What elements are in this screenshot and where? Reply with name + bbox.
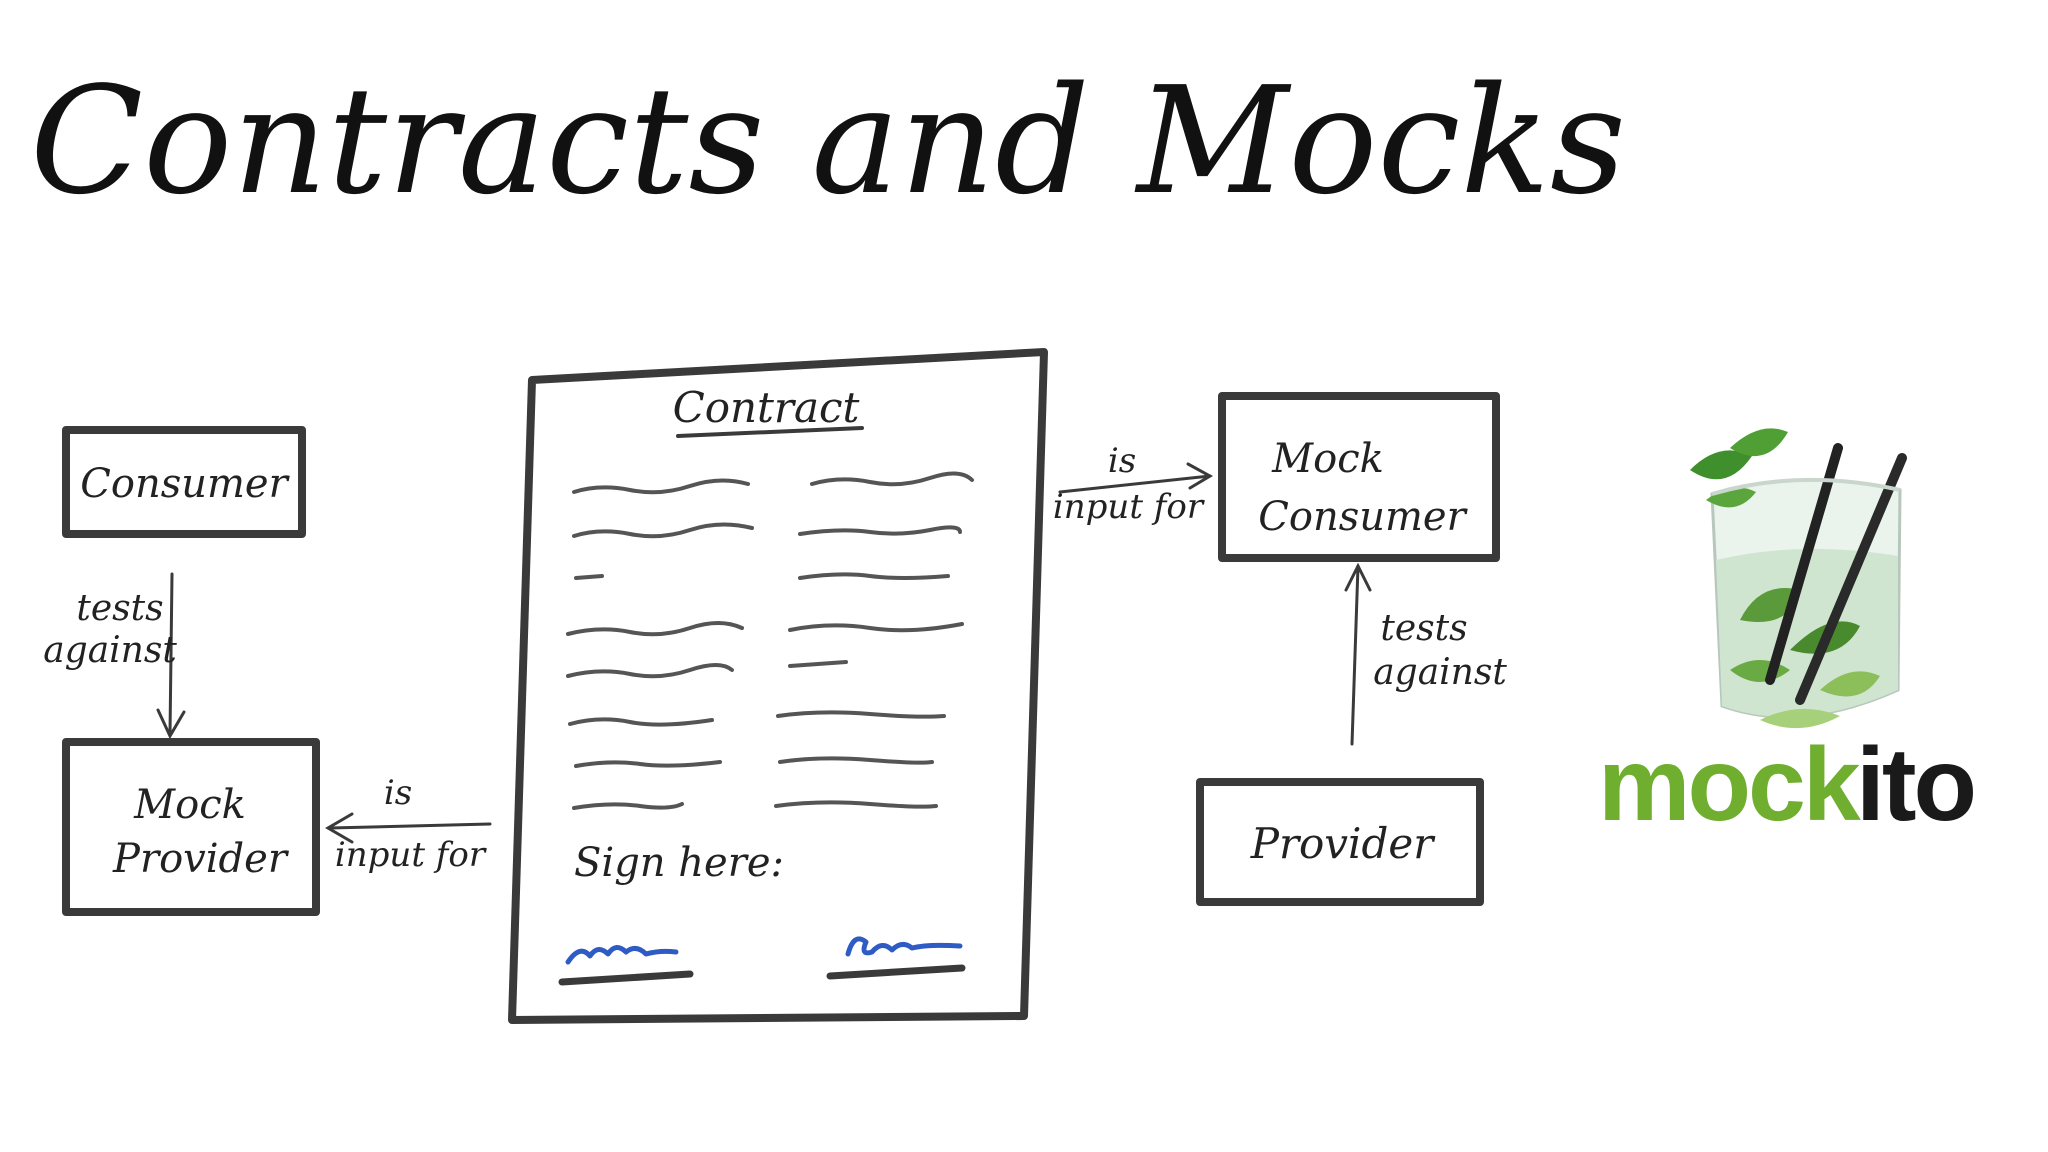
mojito-glass-icon <box>1690 428 1907 729</box>
contract-text-line <box>574 760 722 768</box>
provider-label: Provider <box>1250 819 1437 868</box>
contract-text-line <box>572 522 754 539</box>
logo-text-ito: ito <box>1856 727 1974 843</box>
left-against-label: against <box>43 630 177 671</box>
mock-consumer-box: Mock Consumer <box>1218 392 1500 562</box>
signature-line-right <box>826 964 966 980</box>
left-is-input-for-arrow <box>325 812 492 844</box>
contract-text-line <box>798 572 950 580</box>
contract-text-line <box>810 471 974 487</box>
contract-text-line <box>566 663 734 679</box>
contract-text-line <box>572 802 684 810</box>
contract-text-line <box>572 478 750 495</box>
consumer-label: Consumer <box>80 461 290 507</box>
mockito-logo: mock ito <box>1598 428 1977 843</box>
consumer-box: Consumer <box>62 426 306 538</box>
right-tests-label: tests <box>1380 608 1467 649</box>
logo-text-mock: mock <box>1598 727 1861 843</box>
left-tests-against-arrow <box>156 572 186 740</box>
signature-line-left <box>558 970 694 986</box>
contract-text-line <box>798 525 962 536</box>
contract-text-line <box>776 710 946 719</box>
right-against-label: against <box>1373 652 1507 693</box>
contract-text-line <box>574 574 604 580</box>
right-tests-against-arrow <box>1344 562 1372 746</box>
signature-left <box>565 945 679 965</box>
contract-text-line <box>568 717 714 727</box>
mock-provider-label-1: Mock <box>133 782 246 828</box>
provider-box: Provider <box>1196 778 1484 906</box>
contract-document: Contract Sign here: <box>508 348 1048 1024</box>
mock-consumer-label-2: Consumer <box>1258 494 1468 540</box>
sign-here-label: Sign here: <box>574 840 784 886</box>
page-title: Contracts and Mocks <box>30 55 1626 227</box>
contract-text-line <box>788 660 848 668</box>
contract-text-line <box>778 756 934 765</box>
left-is-label: is <box>384 773 412 813</box>
contract-heading: Contract <box>673 383 860 432</box>
signature-right <box>845 936 963 957</box>
contract-text-line <box>788 622 964 633</box>
right-input-for-label: input for <box>1053 487 1205 527</box>
mock-consumer-label-1: Mock <box>1271 436 1384 482</box>
mock-provider-label-2: Provider <box>112 836 290 882</box>
left-input-for-label: input for <box>335 835 487 875</box>
contract-text-line <box>774 800 938 809</box>
left-tests-label: tests <box>76 588 163 629</box>
right-is-input-for-arrow <box>1058 462 1214 494</box>
contract-text-line <box>566 621 744 637</box>
right-is-label: is <box>1108 441 1136 481</box>
mock-provider-box: Mock Provider <box>62 738 320 916</box>
